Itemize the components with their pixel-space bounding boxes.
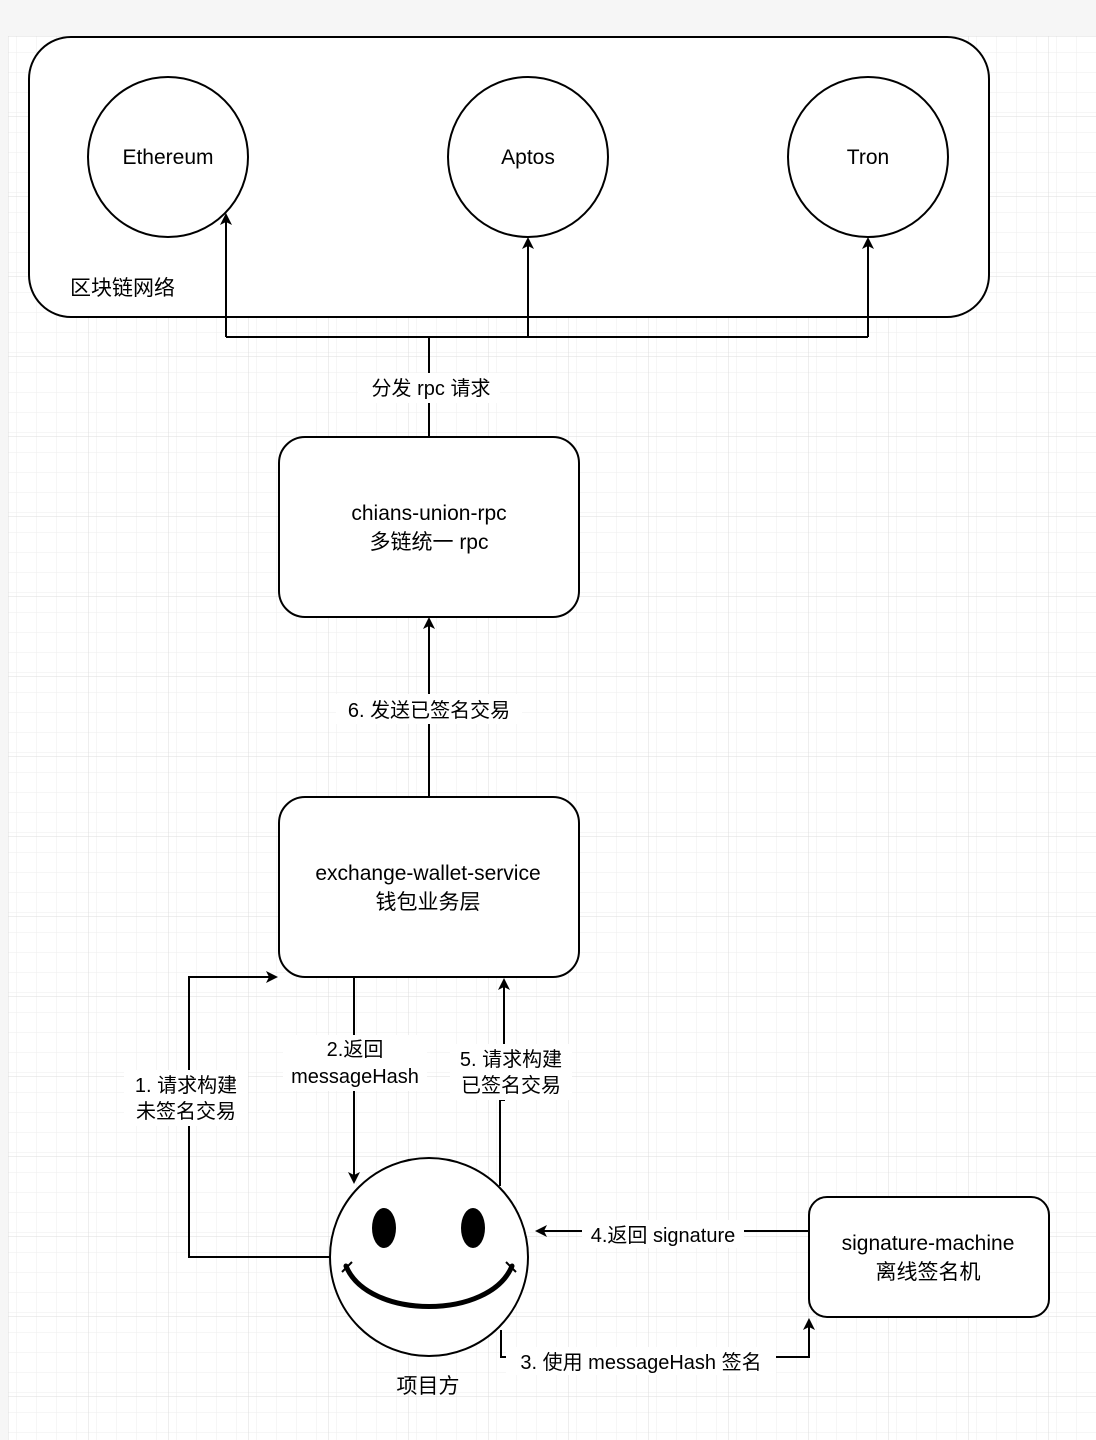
step-5-label-line1: 5. 请求构建 (460, 1048, 562, 1071)
chain-label: Aptos (501, 146, 555, 169)
chain-circle[interactable] (87, 76, 249, 238)
label-backdrop (283, 1035, 427, 1091)
smile-left-tick (341, 1261, 353, 1273)
rpc-node[interactable]: chians-union-rpc 多链统一 rpc (278, 436, 580, 618)
step-1-label-line2: 未签名交易 (136, 1100, 236, 1123)
step-6-label: 6. 发送已签名交易 (348, 699, 510, 722)
edge-step-4[interactable]: 4.返回 signature (535, 1220, 809, 1248)
rpc-title: chians-union-rpc (351, 502, 506, 525)
label-backdrop (358, 373, 500, 403)
right-eye-icon (461, 1208, 485, 1248)
label-backdrop (124, 1070, 248, 1126)
wallet-service-subtitle: 钱包业务层 (376, 891, 481, 914)
chain-label: Ethereum (122, 146, 213, 169)
wallet-service-title: exchange-wallet-service (315, 862, 540, 885)
left-eye-icon (372, 1208, 396, 1248)
rpc-box[interactable] (278, 436, 580, 618)
label-backdrop (336, 694, 522, 724)
edge-step-3[interactable]: 3. 使用 messageHash 签名 (500, 1318, 815, 1375)
edge-step-6[interactable]: 6. 发送已签名交易 (336, 617, 522, 797)
wallet-service-node[interactable]: exchange-wallet-service 钱包业务层 (278, 796, 580, 978)
top-strip (0, 0, 1096, 36)
smile-mouth-icon (343, 1263, 515, 1309)
project-node[interactable]: 项目方 (329, 1157, 529, 1398)
signature-machine-title: signature-machine (842, 1232, 1015, 1255)
edge-step-2[interactable]: 2.返回 messageHash (283, 977, 427, 1184)
blockchain-network-label: 区块链网络 (70, 277, 175, 300)
blockchain-network-group[interactable]: 区块链网络 Ethereum Aptos Tron (28, 36, 990, 318)
step-2-label-line1: 2.返回 (327, 1038, 384, 1061)
chain-node-tron[interactable]: Tron (787, 76, 949, 238)
project-label: 项目方 (397, 1375, 460, 1398)
smile-right-tick (505, 1261, 517, 1273)
edge-step-5[interactable]: 5. 请求构建 已签名交易 (450, 978, 572, 1186)
step-2-label-line2: messageHash (291, 1066, 419, 1088)
left-strip (0, 36, 8, 1440)
step-1-label-line1: 1. 请求构建 (135, 1074, 237, 1097)
step-3-label: 3. 使用 messageHash 签名 (520, 1351, 761, 1374)
label-backdrop (582, 1220, 744, 1248)
chain-node-ethereum[interactable]: Ethereum (87, 76, 249, 238)
edge-step-1[interactable]: 1. 请求构建 未签名交易 (124, 971, 330, 1258)
label-backdrop (450, 1044, 572, 1100)
label-backdrop (506, 1347, 776, 1375)
rpc-subtitle: 多链统一 rpc (369, 531, 488, 554)
dispatch-label: 分发 rpc 请求 (372, 377, 491, 400)
wallet-service-box[interactable] (278, 796, 580, 978)
signature-machine-node[interactable]: signature-machine 离线签名机 (808, 1196, 1050, 1318)
signature-machine-box[interactable] (808, 1196, 1050, 1318)
dispatch-edges[interactable]: 分发 rpc 请求 (220, 213, 874, 437)
smiley-face-icon[interactable] (329, 1157, 529, 1357)
step-5-label-line2: 已签名交易 (461, 1074, 561, 1097)
chain-node-aptos[interactable]: Aptos (447, 76, 609, 238)
chain-label: Tron (847, 146, 889, 169)
step-4-label: 4.返回 signature (591, 1224, 736, 1247)
signature-machine-subtitle: 离线签名机 (876, 1261, 981, 1284)
